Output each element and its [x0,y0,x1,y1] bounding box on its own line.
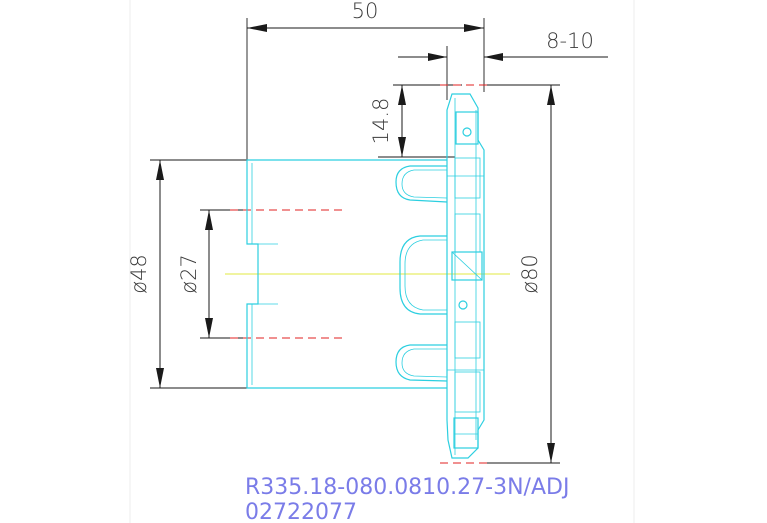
insert-middle-screw [458,300,468,310]
dimension-cutter-diameter-label: ø80 [518,254,542,294]
insert-top-screw [462,127,472,137]
chip-pocket-upper [395,165,448,203]
dimension-bore-diameter: ø27 [177,209,244,339]
insert-top [455,111,479,145]
dimension-cutting-depth: 8-10 [398,29,608,100]
right-mask [635,470,767,523]
cutter-body [246,93,485,459]
dimension-insert-height: 14.8 [369,84,462,158]
dimension-cutting-depth-label: 8-10 [546,29,594,53]
insert-middle [451,251,483,281]
part-order-number: 02722077 [245,500,357,523]
part-designation: R335.18-080.0810.27-3N/ADJ [245,475,569,500]
chip-pocket-middle [399,235,447,315]
dimension-insert-height-label: 14.8 [369,98,393,145]
dimension-overall-length-label: 50 [352,0,379,23]
dimension-shank-diameter: ø48 [127,159,247,389]
dimension-overall-length: 50 [246,0,485,160]
dimension-cutter-diameter: ø80 [484,84,560,464]
insert-bottom [453,417,479,449]
body-outline [246,159,447,389]
dimension-shank-diameter-label: ø48 [127,254,151,294]
chip-pocket-lower [395,344,448,382]
dimension-bore-diameter-label: ø27 [177,254,201,294]
center-lines [225,84,510,464]
